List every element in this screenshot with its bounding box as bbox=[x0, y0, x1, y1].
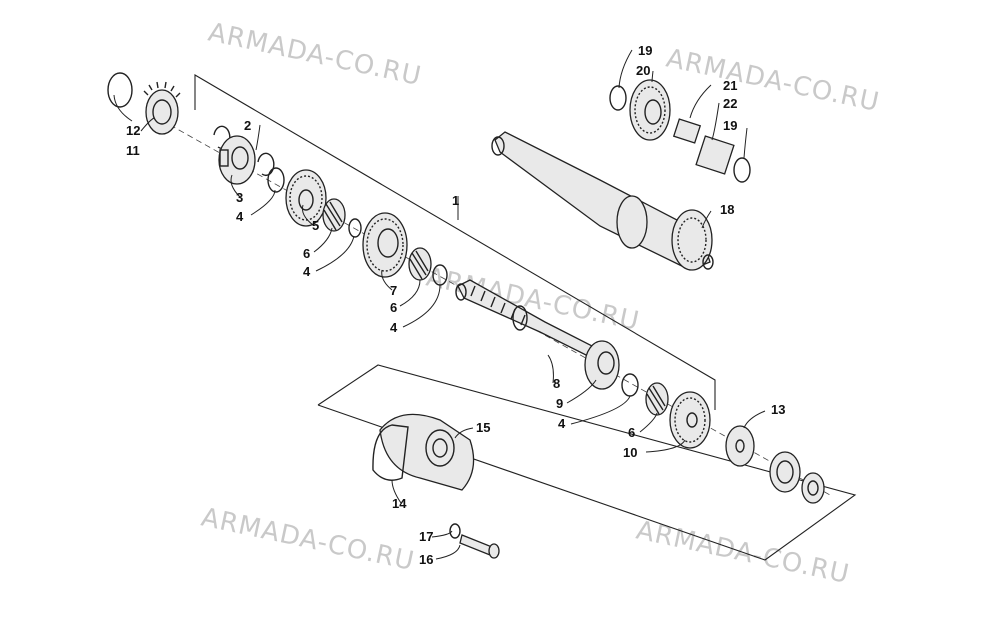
clip-part-2 bbox=[257, 152, 275, 177]
washer-part-19 bbox=[609, 85, 627, 111]
assembly-bracket-1 bbox=[194, 74, 716, 410]
callout-label: 4 bbox=[303, 264, 311, 279]
callout-label: 7 bbox=[390, 283, 397, 298]
callout-label: 18 bbox=[720, 202, 734, 217]
bearing-part-6 bbox=[645, 382, 669, 416]
watermark: ARMADA-CO.RU bbox=[206, 18, 425, 92]
callout-label: 3 bbox=[236, 190, 243, 205]
callout-label: 5 bbox=[312, 218, 319, 233]
hub-part-9 bbox=[584, 340, 620, 390]
washer-part-12 bbox=[107, 72, 133, 108]
callout-label: 9 bbox=[556, 396, 563, 411]
callout-label: 6 bbox=[303, 246, 310, 261]
callout-label: 13 bbox=[771, 402, 785, 417]
callout-label: 14 bbox=[392, 496, 407, 511]
callout-label: 21 bbox=[723, 78, 737, 93]
bearing-part-6 bbox=[408, 247, 432, 281]
callout-label: 8 bbox=[553, 376, 560, 391]
watermark: ARMADA-CO.RU bbox=[199, 503, 418, 577]
gear-part-5 bbox=[285, 169, 327, 227]
callout-label: 11 bbox=[126, 143, 140, 158]
callout-label: 10 bbox=[623, 445, 637, 460]
assembly-axis bbox=[169, 124, 831, 496]
callout-label: 22 bbox=[723, 96, 737, 111]
callout-label: 2 bbox=[244, 118, 251, 133]
callout-label: 12 bbox=[126, 123, 140, 138]
seal-part bbox=[801, 472, 825, 504]
callout-label: 20 bbox=[636, 63, 650, 78]
gear-part-20 bbox=[629, 79, 671, 141]
washer-part-19 bbox=[733, 157, 751, 183]
washer-part-4 bbox=[267, 167, 285, 193]
washer-part-13 bbox=[725, 425, 755, 467]
gasket-part-14 bbox=[372, 424, 409, 481]
washer-part-4 bbox=[348, 218, 362, 238]
callout-label: 15 bbox=[476, 420, 490, 435]
bolt-part-16 bbox=[459, 534, 500, 559]
callout-label: 19 bbox=[638, 43, 652, 58]
callout-label: 4 bbox=[558, 416, 566, 431]
ball-bearing-part bbox=[769, 451, 801, 493]
hub-part-3 bbox=[218, 135, 256, 185]
countershaft-part-18 bbox=[491, 131, 714, 271]
callout-label: 6 bbox=[390, 300, 397, 315]
callout-label: 1 bbox=[452, 193, 459, 208]
callout-label: 19 bbox=[723, 118, 737, 133]
bearing-part-6 bbox=[322, 198, 346, 232]
callout-label: 17 bbox=[419, 529, 433, 544]
spacer-part-22 bbox=[695, 135, 735, 175]
gear-part-11 bbox=[143, 81, 181, 135]
gear-part-10 bbox=[669, 391, 711, 449]
callout-label: 4 bbox=[236, 209, 244, 224]
callout-label: 4 bbox=[390, 320, 398, 335]
watermark: ARMADA-CO.RU bbox=[664, 44, 883, 118]
washer-part-17 bbox=[449, 523, 461, 539]
callout-label: 16 bbox=[419, 552, 433, 567]
assembly-bracket-lower bbox=[317, 364, 857, 561]
gear-part-7 bbox=[362, 212, 408, 278]
washer-part-4 bbox=[621, 373, 639, 397]
leader-lines bbox=[113, 49, 766, 560]
bushing-part-21 bbox=[672, 118, 702, 144]
callout-label: 6 bbox=[628, 425, 635, 440]
